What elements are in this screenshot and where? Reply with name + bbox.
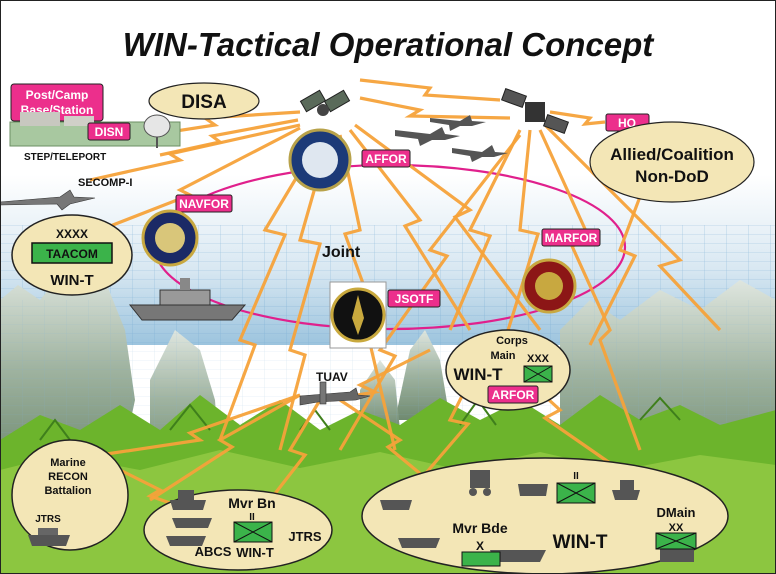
affor-label: AFFOR <box>365 152 407 166</box>
allied-label: Allied/Coalition <box>610 145 734 164</box>
secomp-label: SECOMP-I <box>78 177 132 189</box>
jet-icon <box>0 189 96 211</box>
echelon-xxx-label: XXX <box>527 353 550 365</box>
navy-seal-icon <box>141 209 199 267</box>
main-label: Main <box>490 350 515 362</box>
taacom-label: TAACOM <box>46 247 98 261</box>
abcs-label: ABCS <box>195 544 232 559</box>
marine-recon-node <box>11 439 129 551</box>
air-force-seal-icon <box>288 128 352 192</box>
marine-corps-seal-icon <box>521 258 577 314</box>
affor-tag <box>361 149 411 168</box>
vehicle-icon <box>380 470 694 562</box>
navfor-tag <box>175 194 233 213</box>
mvr-bde-echelon: X <box>476 539 484 553</box>
mvr-bde-node <box>361 457 729 574</box>
svg-text:Post/Camp: Post/Camp <box>26 88 89 102</box>
satellite-icon <box>299 89 351 116</box>
disn-tag <box>87 122 131 141</box>
recon-label: RECON <box>48 471 88 483</box>
satellite-icon-2 <box>500 87 570 135</box>
taacom-wint-label: WIN-T <box>50 272 93 289</box>
fighter-jets-icon <box>395 115 508 162</box>
battalion-label: Battalion <box>44 485 91 497</box>
navfor-label: NAVFOR <box>179 197 229 211</box>
mvr-bde-unit-box <box>461 551 501 567</box>
dmain-echelon: XX <box>669 522 684 534</box>
corps-wint-label: WIN-T <box>453 365 503 384</box>
marine-label: Marine <box>50 457 85 469</box>
dish-antenna-icon <box>143 114 171 148</box>
vehicle-icon <box>28 528 70 546</box>
link-bolts <box>89 78 722 512</box>
mvr-bn-echelon: II <box>249 512 255 523</box>
socom-seal-icon <box>329 281 387 349</box>
vehicle-icon <box>166 490 212 546</box>
corps-label: Corps <box>496 335 528 347</box>
diagram-title: WIN-Tactical Operational Concept <box>123 26 656 63</box>
disn-label: DISN <box>95 125 124 139</box>
disa-label: DISA <box>181 92 227 113</box>
joint-label: Joint <box>322 244 361 261</box>
echelon-xxxx-label: XXXX <box>56 227 88 241</box>
arfor-label: ARFOR <box>492 388 535 402</box>
jsotf-label: JSOTF <box>395 292 434 306</box>
ship-icon <box>128 278 247 321</box>
mvr-bn-jtrs-label: JTRS <box>288 529 322 544</box>
arfor-tag <box>487 385 539 404</box>
disa-node <box>148 82 260 120</box>
non-dod-label: Non-DoD <box>635 167 709 186</box>
marine-jtrs-label: JTRS <box>35 514 61 525</box>
corps-main-node <box>445 329 571 411</box>
bde-echelon-ii: II <box>573 471 579 482</box>
taacom-unit-box <box>31 242 113 264</box>
tuav-label: TUAV <box>316 370 348 384</box>
mvr-bde-label: Mvr Bde <box>452 520 507 536</box>
mvr-bn-wint-label: WIN-T <box>236 545 274 560</box>
marfor-label: MARFOR <box>545 231 598 245</box>
allied-coalition-node <box>589 121 755 203</box>
uav-icon <box>299 381 371 406</box>
jsotf-tag <box>387 289 441 308</box>
mvr-bde-wint-label: WIN-T <box>553 532 608 553</box>
mvr-bn-label: Mvr Bn <box>228 495 275 511</box>
step-teleport-label: STEP/TELEPORT <box>24 152 106 163</box>
dmain-label: DMain <box>657 505 696 520</box>
marfor-tag <box>541 228 601 247</box>
